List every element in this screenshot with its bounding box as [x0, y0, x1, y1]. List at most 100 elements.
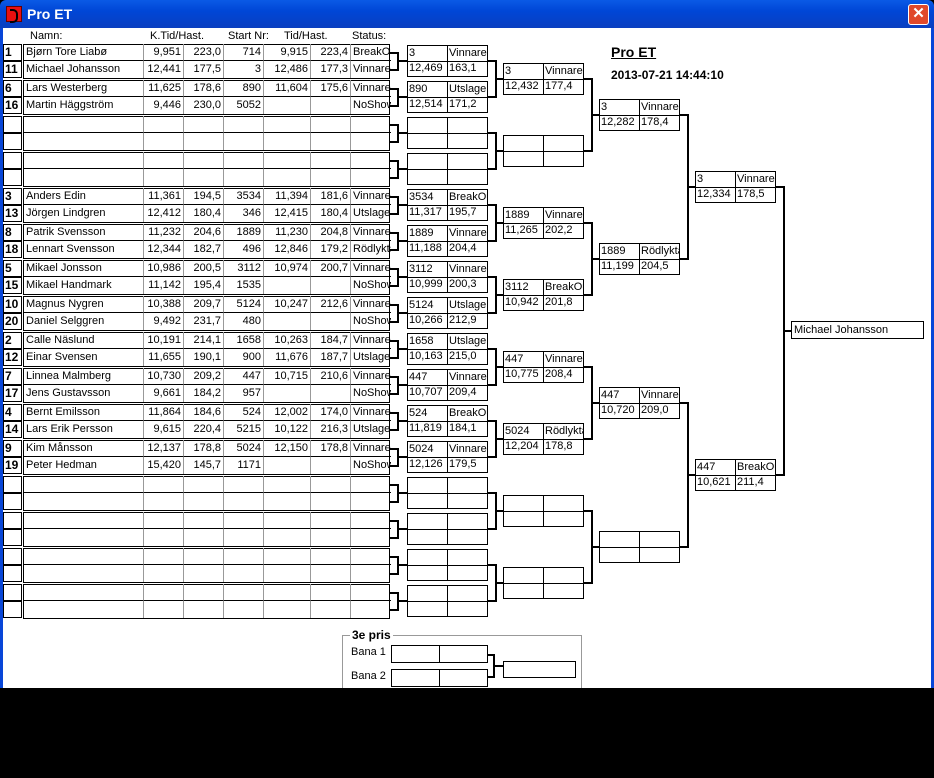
cell-tid — [264, 529, 311, 546]
cell-tid: 11,394 — [264, 188, 311, 205]
connector-line — [398, 96, 407, 98]
third-place-title: 3e pris — [350, 628, 393, 642]
cell-name[interactable]: Jens Gustavsson — [24, 385, 144, 402]
cell-hast — [311, 133, 351, 150]
header-start: Start Nr: — [228, 30, 269, 42]
cell-name[interactable]: Linnea Malmberg — [24, 368, 144, 385]
cell-name[interactable] — [24, 116, 144, 133]
cell-name[interactable] — [24, 512, 144, 529]
cell-hast: 174,0 — [311, 404, 351, 421]
speed: 178,4 — [641, 116, 669, 128]
cell-name[interactable]: Calle Näslund — [24, 332, 144, 349]
cell-start — [224, 512, 264, 529]
cell-name[interactable]: Magnus Nygren — [24, 296, 144, 313]
connector-line — [398, 420, 407, 422]
cell-status — [351, 601, 391, 618]
start-number — [504, 568, 544, 584]
cell-name[interactable]: Michael Johansson — [24, 61, 144, 78]
cell-hast: 178,8 — [311, 440, 351, 457]
cell-start — [224, 133, 264, 150]
cell-name[interactable]: Einar Svensen — [24, 349, 144, 366]
cell-name[interactable]: Anders Edin — [24, 188, 144, 205]
lane1-box — [391, 645, 488, 663]
cell-start: 1889 — [224, 224, 264, 241]
cell-khast — [184, 565, 224, 582]
cell-name[interactable]: Mikael Jonsson — [24, 260, 144, 277]
start-number — [504, 136, 544, 152]
close-button[interactable]: ✕ — [908, 4, 929, 25]
cell-name[interactable]: Patrik Svensson — [24, 224, 144, 241]
cell-name[interactable]: Peter Hedman — [24, 457, 144, 474]
time: 12,469 — [408, 61, 448, 77]
cell-ktid — [144, 529, 184, 546]
seed-number: 2 — [3, 332, 22, 349]
cell-hast: 187,7 — [311, 349, 351, 366]
cell-tid — [264, 565, 311, 582]
cell-name[interactable] — [24, 565, 144, 582]
cell-name[interactable]: Kim Månsson — [24, 440, 144, 457]
cell-ktid — [144, 548, 184, 565]
connector-line — [592, 402, 599, 404]
cell-ktid: 12,137 — [144, 440, 184, 457]
cell-tid — [264, 152, 311, 169]
speed — [544, 511, 584, 527]
cell-name[interactable] — [24, 529, 144, 546]
cell-hast — [311, 169, 351, 186]
cell-name[interactable]: Lennart Svensson — [24, 241, 144, 258]
cell-ktid: 11,232 — [144, 224, 184, 241]
cell-hast: 200,7 — [311, 260, 351, 277]
cell-name[interactable]: Jörgen Lindgren — [24, 205, 144, 222]
lane2-box — [391, 669, 488, 687]
cell-khast — [184, 529, 224, 546]
cell-name[interactable]: Lars Westerberg — [24, 80, 144, 97]
cell-name[interactable] — [24, 169, 144, 186]
cell-name[interactable]: Lars Erik Persson — [24, 421, 144, 438]
connector-line — [398, 132, 407, 134]
cell-start: 5052 — [224, 97, 264, 114]
connector-line — [784, 330, 791, 332]
cell-ktid — [144, 565, 184, 582]
time: 10,720 — [600, 403, 640, 419]
seed-number — [3, 116, 22, 133]
cell-status: Vinnare — [353, 63, 391, 75]
competitor-pair — [23, 476, 391, 511]
cell-name[interactable] — [24, 152, 144, 169]
cell-name[interactable] — [24, 476, 144, 493]
cell-khast: 209,2 — [184, 368, 224, 385]
cell-name[interactable]: Mikael Handmark — [24, 277, 144, 294]
seed-number: 8 — [3, 224, 22, 241]
cell-start: 1658 — [224, 332, 264, 349]
cell-name[interactable]: Daniel Selggren — [24, 313, 144, 330]
cell-status: BreakOut — [351, 44, 391, 61]
cell-tid: 10,247 — [264, 296, 311, 313]
cell-name[interactable] — [24, 493, 144, 510]
cell-ktid: 9,951 — [144, 44, 184, 61]
cell-hast: 216,3 — [311, 421, 351, 438]
time: 11,265 — [504, 223, 544, 239]
cell-hast — [311, 385, 351, 402]
time — [408, 565, 448, 581]
cell-name[interactable]: Bernt Emilsson — [24, 404, 144, 421]
cell-tid — [264, 133, 311, 150]
connector-line — [398, 492, 407, 494]
cell-hast — [311, 152, 351, 169]
time — [408, 493, 448, 509]
cell-name[interactable]: Bjørn Tore Liabø — [24, 44, 144, 61]
cell-name[interactable] — [24, 584, 144, 601]
cell-name[interactable]: Martin Häggström — [24, 97, 144, 114]
third-place-connector-line — [495, 665, 503, 667]
cell-name[interactable] — [24, 133, 144, 150]
cell-khast: 184,6 — [184, 404, 224, 421]
cell-name[interactable] — [24, 601, 144, 618]
speed: 178,5 — [737, 188, 765, 200]
cell-tid — [264, 97, 311, 114]
cell-name[interactable] — [24, 548, 144, 565]
